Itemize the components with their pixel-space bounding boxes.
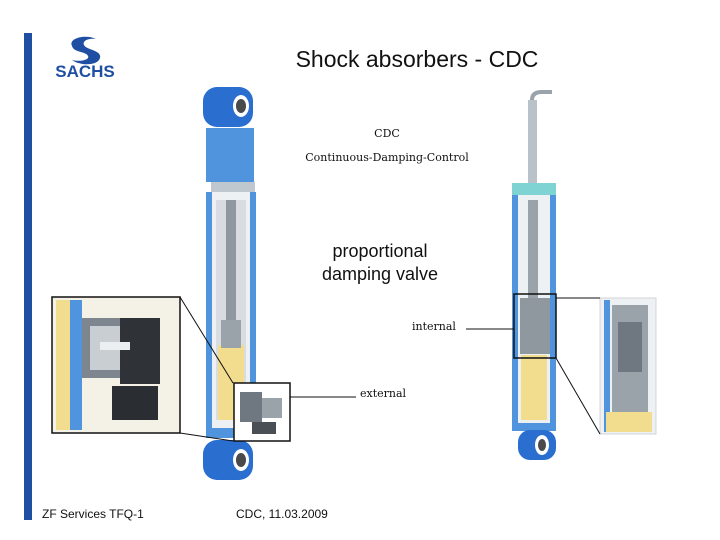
footer-date: CDC, 11.03.2009 [236,507,328,521]
right-shock-absorber [512,90,557,460]
cdc-label-title: CDC [374,127,400,140]
sachs-logo: SACHS [55,36,115,81]
internal-valve-detail-inset [599,297,657,435]
slide-title: Shock absorbers - CDC [295,46,539,72]
brand-name: SACHS [55,62,115,81]
valve-label-line2: damping valve [321,264,439,284]
left-shock-absorber [203,87,291,480]
external-label: external [360,387,407,400]
valve-label: proportional damping valve [290,240,470,286]
left-accent-bar [24,33,32,520]
valve-label-line1: proportional [332,241,428,261]
internal-label: internal [412,320,456,333]
cdc-label: CDC Continuous-Damping-Control [300,122,474,170]
cdc-label-subtitle: Continuous-Damping-Control [305,151,469,164]
external-valve-detail-inset [51,296,181,434]
footer-department: ZF Services TFQ-1 [42,507,144,521]
